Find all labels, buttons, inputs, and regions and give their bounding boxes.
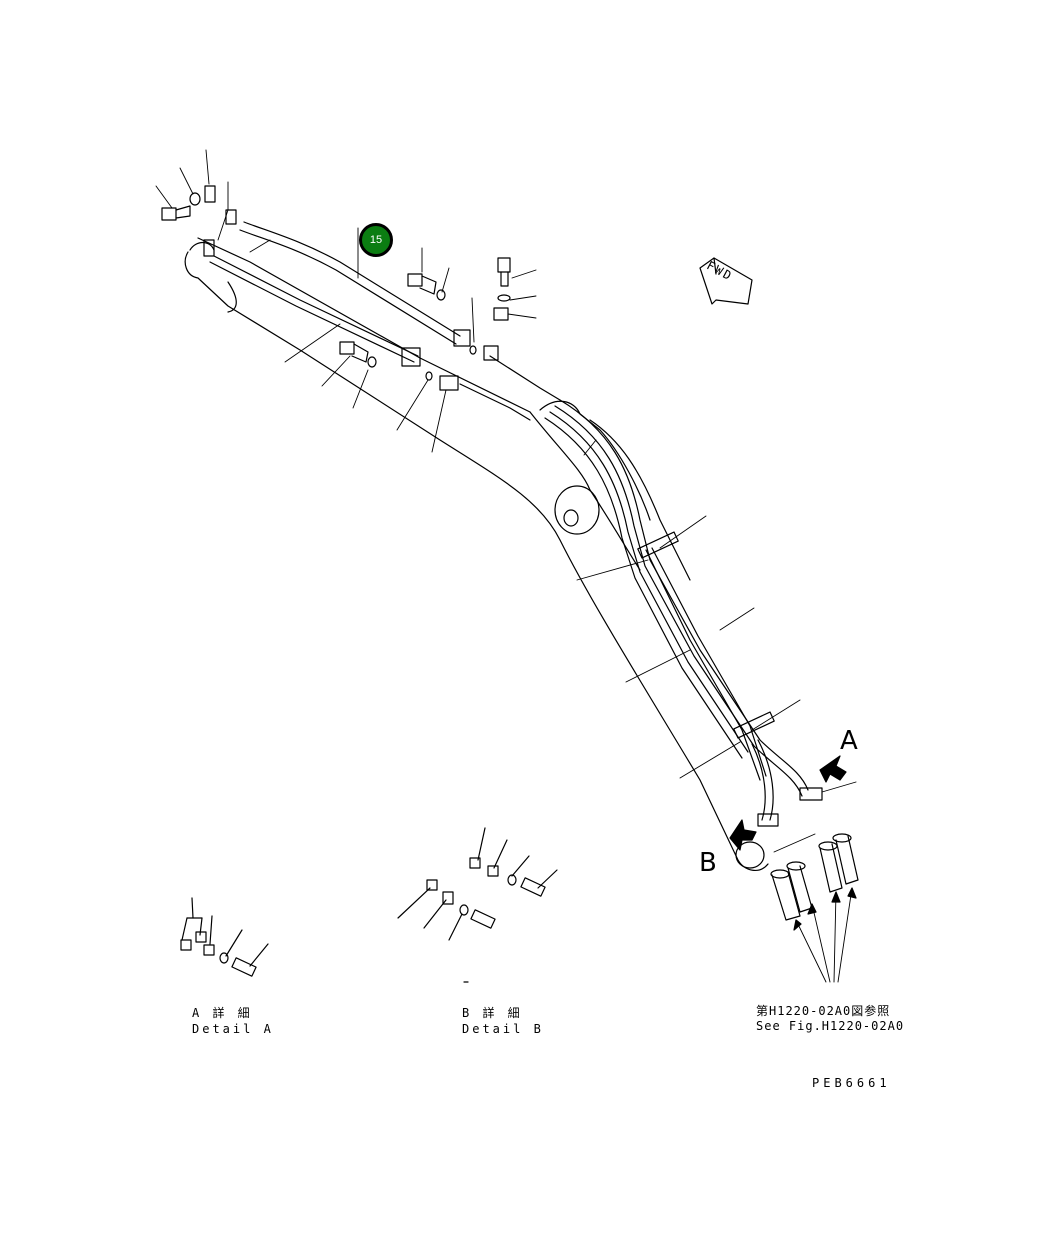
leader-lines bbox=[155, 149, 857, 983]
detail-b-title-jp: B 詳 細 bbox=[462, 1006, 523, 1020]
hardware-top-center bbox=[339, 273, 499, 391]
detail-b-title-en: Detail B bbox=[462, 1022, 544, 1036]
upper-pipes bbox=[209, 221, 561, 421]
drawing-code: PEB6661 bbox=[812, 1076, 891, 1090]
reference-en: See Fig.H1220-02A0 bbox=[756, 1019, 905, 1033]
bundle-clamps bbox=[637, 531, 823, 827]
reference-jp: 第H1220-02A0図参照 bbox=[756, 1004, 891, 1018]
view-arrow-a bbox=[819, 755, 847, 783]
hardware-top-right bbox=[493, 257, 511, 321]
detail-b-drawing bbox=[397, 827, 558, 983]
view-arrow-b bbox=[729, 819, 757, 851]
fwd-marker bbox=[699, 257, 753, 305]
arm-body bbox=[184, 237, 769, 871]
callout-badge[interactable]: 15 bbox=[359, 223, 393, 257]
hardware-top-left bbox=[161, 185, 237, 257]
hoses bbox=[770, 833, 859, 921]
view-b-label: B bbox=[699, 848, 717, 878]
detail-a-drawing bbox=[180, 897, 269, 977]
pipe-bundle bbox=[544, 399, 809, 821]
view-a-label: A bbox=[840, 726, 858, 756]
leader-arrowheads bbox=[793, 887, 857, 931]
detail-a-title-jp: A 詳 細 bbox=[192, 1006, 253, 1020]
detail-a-title-en: Detail A bbox=[192, 1022, 274, 1036]
